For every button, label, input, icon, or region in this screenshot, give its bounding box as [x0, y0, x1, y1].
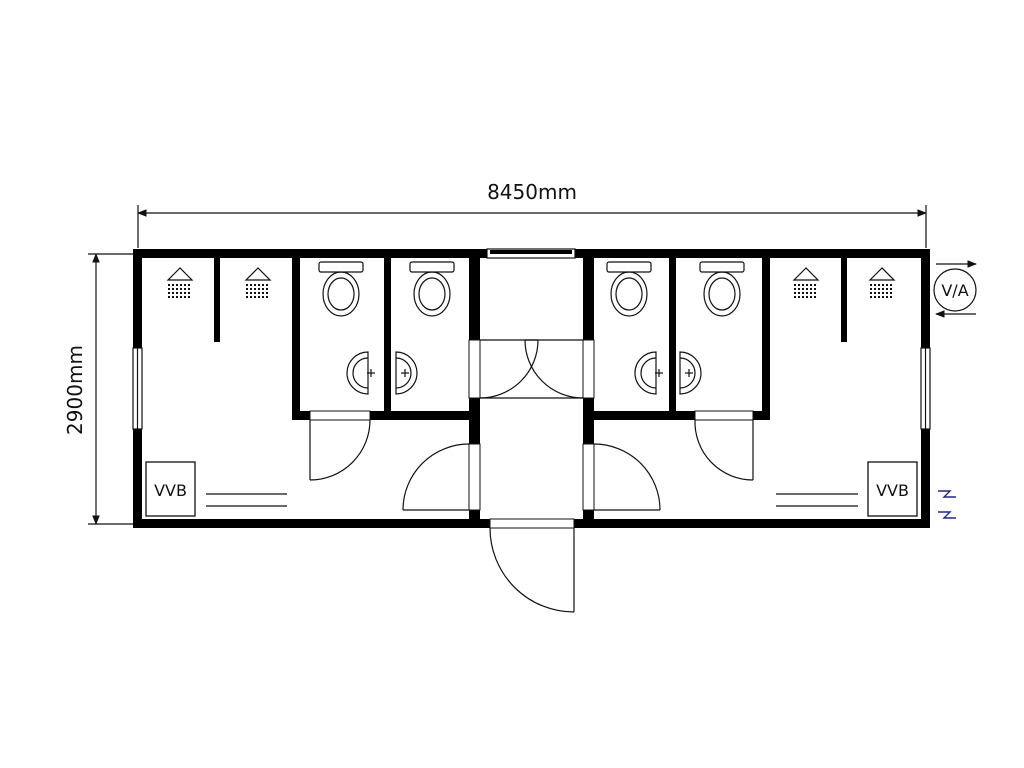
- walls: [133, 249, 930, 528]
- supply-connection-label: V/A: [941, 281, 968, 300]
- sink-icon: [395, 351, 418, 395]
- door-right-wc: [694, 410, 754, 481]
- entrance-door: [489, 518, 575, 613]
- door-corridor-left-top: [468, 339, 539, 399]
- water-heater-left-label: VVB: [154, 481, 187, 500]
- supply-connection: V/A: [933, 260, 977, 318]
- door-corridor-left-bottom: [402, 443, 481, 511]
- toilet-icon: [699, 261, 745, 317]
- shower-head-icon: [792, 267, 820, 298]
- bench-left: [206, 493, 287, 507]
- width-dimension: 8450mm: [137, 180, 927, 248]
- electric-supply-icon: [938, 490, 956, 519]
- sink-icon: [346, 351, 375, 395]
- sink-icon: [634, 351, 663, 395]
- window-top: [486, 248, 576, 259]
- toilet-icon: [606, 261, 652, 317]
- door-corridor-right-bottom: [582, 443, 661, 511]
- water-heater-right-label: VVB: [876, 481, 909, 500]
- bench-right: [776, 493, 858, 507]
- toilet-icon: [318, 261, 364, 317]
- water-heater-left: VVB: [145, 461, 196, 517]
- shower-head-icon: [244, 267, 272, 298]
- sink-icon: [679, 351, 702, 395]
- toilet-icon: [409, 261, 455, 317]
- shower-head-icon: [868, 267, 896, 298]
- door-left-wc: [309, 410, 371, 481]
- door-corridor-right-top: [524, 339, 595, 399]
- window-left: [132, 347, 143, 430]
- water-heater-right: VVB: [867, 461, 918, 517]
- window-right: [920, 347, 931, 430]
- shower-head-icon: [166, 267, 194, 298]
- width-label: 8450mm: [487, 180, 577, 204]
- height-dimension: 2900mm: [63, 253, 134, 525]
- height-label: 2900mm: [63, 345, 87, 435]
